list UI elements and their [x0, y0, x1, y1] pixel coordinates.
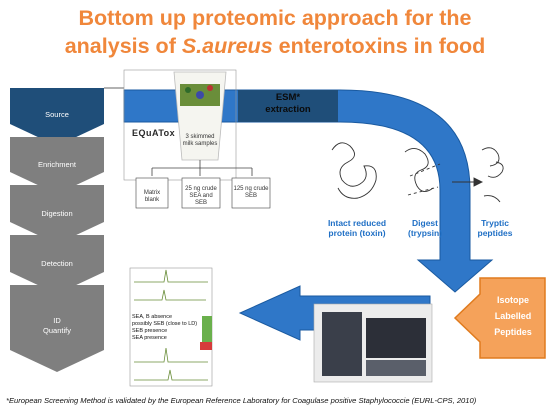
chevron-enrichment [10, 137, 104, 194]
chevron-detection [10, 235, 104, 294]
milk-sample-area [123, 69, 271, 209]
title-organism: S.aureus [181, 34, 273, 58]
step-label-id-quantify: ID Quantify [43, 316, 71, 335]
title-line-2: analysis of S.aureus enterotoxins in foo… [0, 32, 550, 60]
label-tryptic-peptides: Tryptic peptides [477, 218, 513, 238]
chevron-source [10, 88, 104, 146]
protein-graphics [331, 142, 504, 203]
isotope-label: Isotope Labelled Peptides [494, 295, 532, 337]
lc-ms-instrument [313, 303, 433, 383]
step-label-digestion: Digestion [41, 209, 73, 218]
label-digest: Digest (trypsin) [408, 218, 442, 238]
result-possibly-seb: possibly SEB (close to LD) [132, 321, 198, 327]
title-line-2-pre: analysis of [64, 34, 182, 58]
milk-samples-label: 3 skimmed milk samples [182, 134, 218, 147]
chevron-id-quantify [10, 285, 104, 372]
step-label-source: Source [45, 110, 69, 119]
result-sea-b-absence: SEA, B absence [132, 314, 173, 320]
workflow-chevrons [10, 87, 124, 372]
page-title: Bottom up proteomic approach for the ana… [0, 4, 550, 60]
sample-25ng: 25 ng crude SEA and SEB [185, 186, 217, 206]
label-intact-protein: Intact reduced protein (toxin) [327, 218, 387, 238]
result-sea-presence: SEA presence [132, 335, 167, 341]
sample-125ng: 125 ng crude SEB [233, 186, 269, 199]
step-label-enrichment: Enrichment [38, 160, 76, 169]
footnote: *European Screening Method is validated … [6, 396, 477, 405]
sample-matrix-blank: Matrix blank [143, 190, 161, 203]
result-seb-presence: SEB presence [132, 328, 168, 334]
title-line-1: Bottom up proteomic approach for the [78, 6, 472, 30]
title-line-2-post: enterotoxins in food [272, 34, 486, 58]
results-text-block: SEA, B absence possibly SEB (close to LD… [132, 314, 202, 342]
flow-arrow-top [123, 89, 494, 293]
isotope-arrow [453, 277, 546, 359]
equatox-logo: EQuATox [132, 128, 176, 138]
step-label-detection: Detection [41, 259, 73, 268]
esm-extraction-label: ESM* extraction [265, 92, 311, 115]
chevron-digestion [10, 185, 104, 244]
